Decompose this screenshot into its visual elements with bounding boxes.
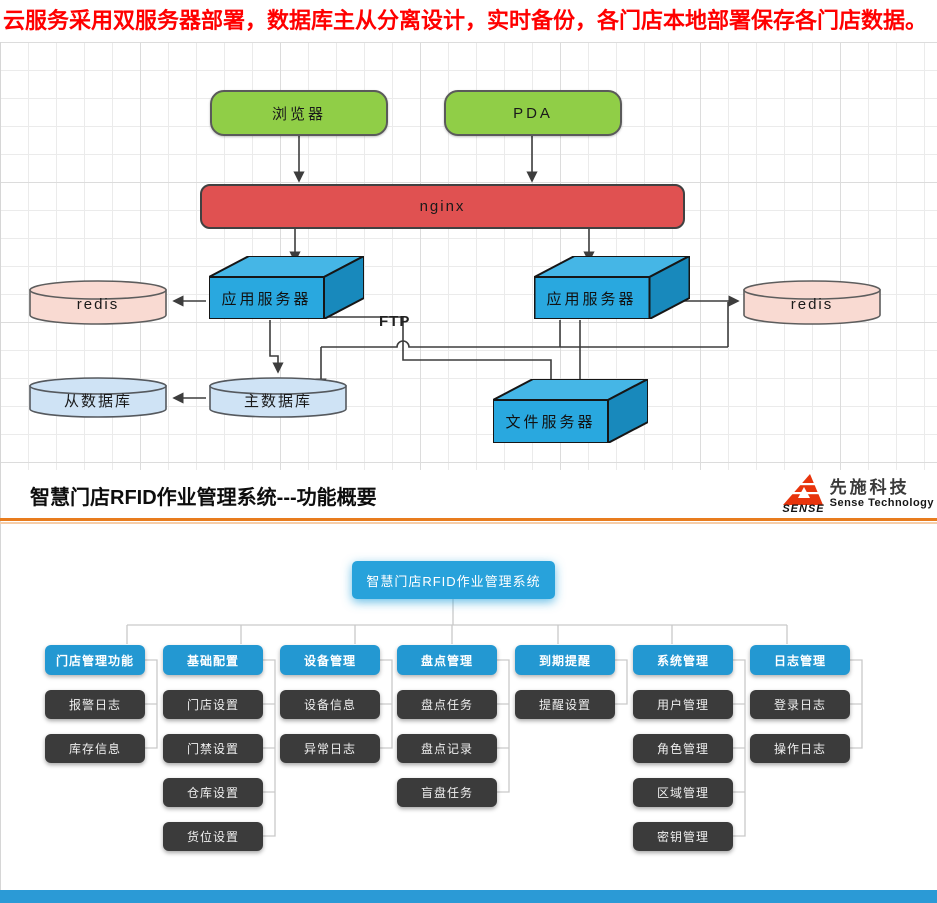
nginx-node: nginx — [200, 184, 685, 229]
pda-node: PDA — [444, 90, 622, 136]
redis-right-node: redis — [742, 280, 882, 326]
cube-shape — [493, 379, 648, 443]
org-item-region-mgmt: 区域管理 — [633, 778, 733, 807]
company-logo: SENSE 先施科技 Sense Technology — [782, 474, 934, 520]
slave-db-label: 从数据库 — [63, 393, 132, 410]
org-col1-links — [145, 659, 158, 749]
cube-shape — [209, 256, 364, 319]
section-title: 智慧门店RFID作业管理系统---功能概要 — [30, 487, 377, 509]
logo-english-name: Sense Technology — [829, 497, 934, 509]
cylinder-shape — [29, 377, 167, 418]
org-item-gate-setting: 门禁设置 — [163, 734, 263, 763]
redis-left-label: redis — [76, 296, 120, 313]
org-item-abnormal-log: 异常日志 — [280, 734, 380, 763]
redis-right-label: redis — [790, 296, 834, 313]
org-header-log-mgmt: 日志管理 — [750, 645, 850, 675]
app-server-left-node: 应用服务器 — [209, 256, 364, 319]
org-col4-links — [497, 659, 510, 793]
footer-bar — [0, 890, 937, 903]
canvas-left-border — [0, 42, 1, 890]
org-item-alarm-log: 报警日志 — [45, 690, 145, 719]
org-item-login-log: 登录日志 — [750, 690, 850, 719]
org-root-bus — [126, 599, 788, 644]
app-server-left-label: 应用服务器 — [221, 290, 312, 308]
master-db-node: 主数据库 — [208, 377, 348, 419]
logo-mark: SENSE — [782, 474, 824, 515]
org-item-user-mgmt: 用户管理 — [633, 690, 733, 719]
org-header-expiry-reminder: 到期提醒 — [515, 645, 615, 675]
cube-shape — [534, 256, 690, 319]
logo-chinese-name: 先施科技 — [829, 478, 910, 497]
org-item-reminder-setting: 提醒设置 — [515, 690, 615, 719]
org-item-key-mgmt: 密钥管理 — [633, 822, 733, 851]
cylinder-shape — [29, 280, 167, 325]
cylinder-shape — [209, 377, 347, 418]
sense-triangle-icon — [783, 474, 824, 505]
org-item-count-record: 盘点记录 — [397, 734, 497, 763]
org-header-device-mgmt: 设备管理 — [280, 645, 380, 675]
org-root-node: 智慧门店RFID作业管理系统 — [352, 561, 555, 599]
org-item-warehouse-setting: 仓库设置 — [163, 778, 263, 807]
org-header-inventory-mgmt: 盘点管理 — [397, 645, 497, 675]
app-server-right-node: 应用服务器 — [534, 256, 690, 319]
org-col5-links — [615, 659, 628, 705]
org-col3-links — [380, 659, 393, 749]
org-item-slot-setting: 货位设置 — [163, 822, 263, 851]
redis-left-node: redis — [28, 280, 168, 326]
org-header-system-mgmt: 系统管理 — [633, 645, 733, 675]
orange-divider-light — [0, 522, 937, 524]
top-note: 云服务采用双服务器部署，数据库主从分离设计，实时备份，各门店本地部署保存各门店数… — [3, 8, 928, 33]
browser-node: 浏览器 — [210, 90, 388, 136]
file-server-label: 文件服务器 — [505, 414, 596, 431]
org-col6-links — [733, 659, 746, 837]
orange-divider — [0, 518, 937, 521]
slave-db-node: 从数据库 — [28, 377, 168, 419]
org-item-count-task: 盘点任务 — [397, 690, 497, 719]
file-server-node: 文件服务器 — [493, 379, 648, 443]
org-header-store-mgmt: 门店管理功能 — [45, 645, 145, 675]
org-col7-links — [850, 659, 863, 749]
org-item-role-mgmt: 角色管理 — [633, 734, 733, 763]
org-col2-links — [263, 659, 276, 837]
org-item-store-setting: 门店设置 — [163, 690, 263, 719]
master-db-label: 主数据库 — [243, 393, 312, 410]
logo-sense-text: SENSE — [782, 503, 825, 515]
cylinder-shape — [743, 280, 881, 325]
app-server-right-label: 应用服务器 — [546, 290, 637, 308]
org-item-device-info: 设备信息 — [280, 690, 380, 719]
org-item-stock-info: 库存信息 — [45, 734, 145, 763]
ftp-label: FTP — [379, 313, 411, 330]
org-item-blind-count-task: 盲盘任务 — [397, 778, 497, 807]
org-header-basic-config: 基础配置 — [163, 645, 263, 675]
org-item-operation-log: 操作日志 — [750, 734, 850, 763]
